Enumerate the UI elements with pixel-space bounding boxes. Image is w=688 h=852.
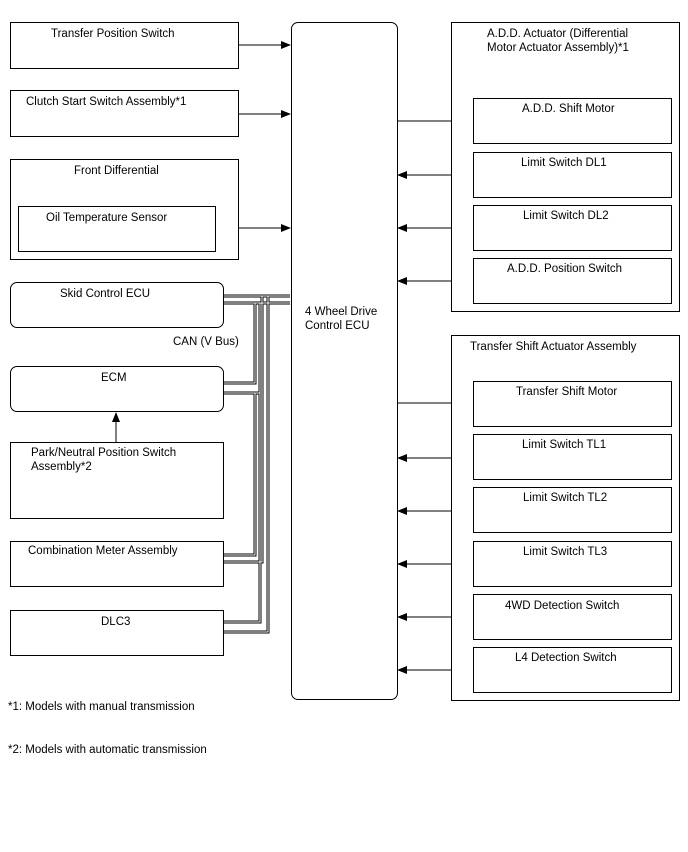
combination-meter-box: Combination Meter Assembly (10, 541, 224, 587)
l4-detection-switch-box: L4 Detection Switch (473, 647, 672, 693)
footnote-1: *1: Models with manual transmission (8, 701, 195, 713)
skid-control-ecu-label: Skid Control ECU (60, 288, 151, 300)
add-position-switch-label: A.D.D. Position Switch (507, 263, 623, 275)
ecm-box: ECM (10, 366, 224, 412)
4wd-control-ecu-label-line2: Control ECU (305, 320, 370, 332)
transfer-shift-motor-box: Transfer Shift Motor (473, 381, 672, 427)
front-differential-label: Front Differential (74, 165, 159, 177)
transfer-position-switch-box: Transfer Position Switch (10, 22, 239, 69)
transfer-shift-motor-label: Transfer Shift Motor (516, 386, 618, 398)
limit-switch-tl3-box: Limit Switch TL3 (473, 541, 672, 587)
limit-switch-dl1-box: Limit Switch DL1 (473, 152, 672, 198)
transfer-position-switch-label: Transfer Position Switch (51, 28, 175, 40)
ecm-label: ECM (101, 372, 127, 384)
transfer-shift-actuator-label: Transfer Shift Actuator Assembly (470, 341, 637, 353)
add-actuator-label-line2: Motor Actuator Assembly)*1 (487, 42, 629, 54)
limit-switch-dl1-label: Limit Switch DL1 (521, 157, 607, 169)
limit-switch-dl2-label: Limit Switch DL2 (523, 210, 609, 222)
limit-switch-tl2-box: Limit Switch TL2 (473, 487, 672, 533)
limit-switch-tl2-label: Limit Switch TL2 (523, 492, 608, 504)
park-neutral-switch-box: Park/Neutral Position Switch Assembly*2 (10, 442, 224, 519)
add-shift-motor-label: A.D.D. Shift Motor (522, 103, 615, 115)
can-bus-label: CAN (V Bus) (173, 336, 239, 348)
skid-control-ecu-box: Skid Control ECU (10, 282, 224, 328)
combination-meter-label: Combination Meter Assembly (28, 545, 178, 557)
dlc3-label: DLC3 (101, 616, 131, 628)
clutch-start-switch-box: Clutch Start Switch Assembly*1 (10, 90, 239, 137)
add-position-switch-box: A.D.D. Position Switch (473, 258, 672, 304)
4wd-detection-switch-label: 4WD Detection Switch (505, 600, 620, 612)
park-neutral-switch-label-line1: Park/Neutral Position Switch (31, 447, 177, 459)
footnote-2: *2: Models with automatic transmission (8, 744, 207, 756)
limit-switch-tl1-label: Limit Switch TL1 (522, 439, 607, 451)
park-neutral-switch-label-line2: Assembly*2 (31, 461, 92, 473)
add-shift-motor-box: A.D.D. Shift Motor (473, 98, 672, 144)
add-actuator-label-line1: A.D.D. Actuator (Differential (487, 28, 629, 40)
clutch-start-switch-label: Clutch Start Switch Assembly*1 (26, 96, 187, 108)
4wd-control-ecu-box: 4 Wheel Drive Control ECU (291, 22, 398, 700)
limit-switch-dl2-box: Limit Switch DL2 (473, 205, 672, 251)
dlc3-box: DLC3 (10, 610, 224, 656)
front-differential-box: Front Differential Oil Temperature Senso… (10, 159, 239, 260)
oil-temperature-sensor-box: Oil Temperature Sensor (18, 206, 216, 252)
limit-switch-tl3-label: Limit Switch TL3 (523, 546, 608, 558)
4wd-detection-switch-box: 4WD Detection Switch (473, 594, 672, 640)
limit-switch-tl1-box: Limit Switch TL1 (473, 434, 672, 480)
oil-temperature-sensor-label: Oil Temperature Sensor (46, 212, 168, 224)
l4-detection-switch-label: L4 Detection Switch (515, 652, 617, 664)
4wd-control-ecu-label-line1: 4 Wheel Drive (305, 306, 378, 318)
